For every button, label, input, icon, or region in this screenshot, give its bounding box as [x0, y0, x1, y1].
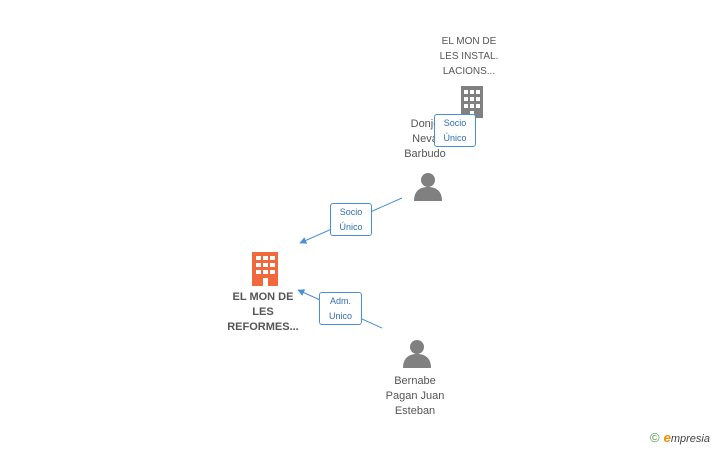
company-main-label[interactable]: EL MON DE LES REFORMES...: [227, 291, 299, 333]
brand-e: e: [663, 430, 671, 445]
edge-label-bernabe-to-main: Adm. Unico: [319, 292, 362, 325]
edge-label-donjo-to-main: Socio Único: [330, 203, 372, 236]
brand-rest: mpresia: [670, 433, 710, 445]
empresia-logo: ©empresia: [650, 430, 710, 445]
copyright-symbol: ©: [650, 430, 660, 445]
person-donjo-label[interactable]: Donjo Neva Barbudo: [404, 118, 446, 160]
company-top-label[interactable]: EL MON DE LES INSTAL. LACIONS...: [439, 36, 499, 77]
edge-label-top-to-donjo: Socio Único: [434, 114, 476, 147]
person-bernabe-label[interactable]: Bernabe Pagan Juan Esteban: [385, 375, 445, 417]
building-icon-main[interactable]: [249, 250, 281, 286]
building-icon[interactable]: [458, 84, 486, 118]
person-icon[interactable]: [402, 339, 432, 369]
person-icon[interactable]: [413, 172, 443, 202]
